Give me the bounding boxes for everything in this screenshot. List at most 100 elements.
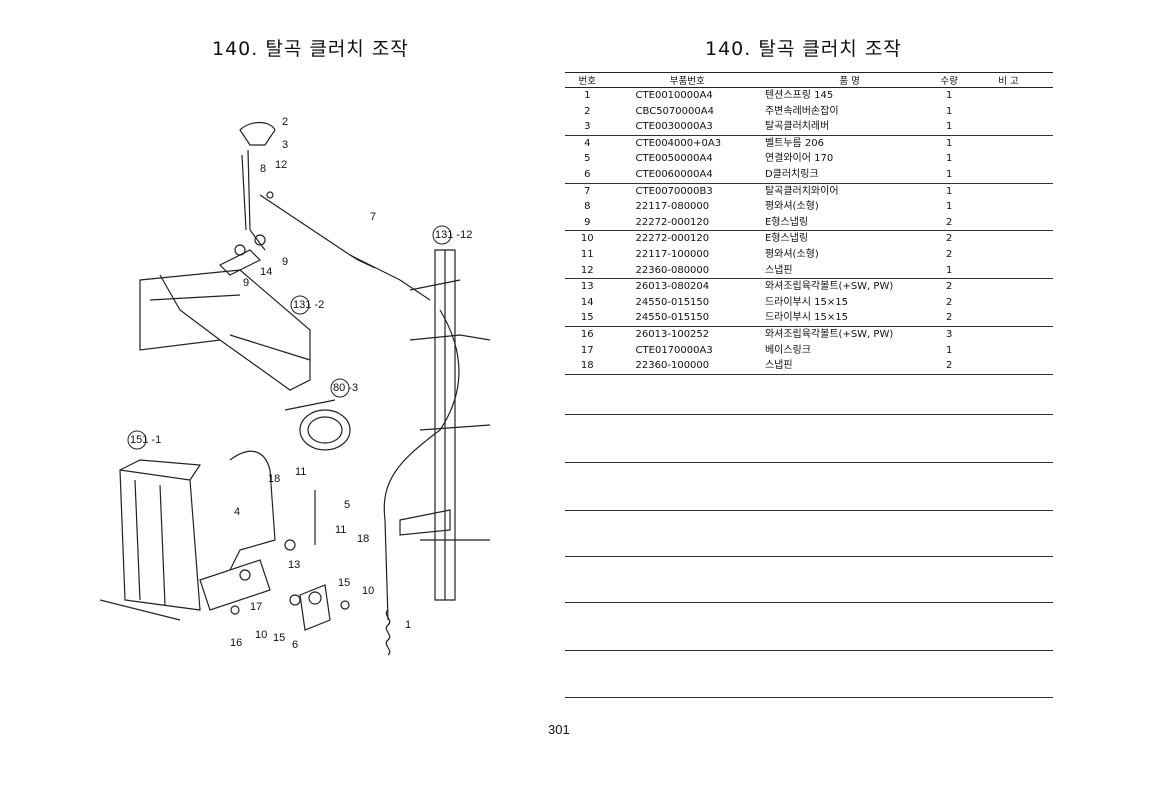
row-number: 13 [565,278,610,295]
header-number: 번호 [565,72,610,88]
row-name: 주변속레버손잡이 [764,105,839,117]
header-remarks: 비 고 [964,72,1053,88]
row-remark [964,182,1053,200]
row-name: 탈곡클러치레버 [764,121,830,133]
row-name: 와셔조립육각볼트(+SW, PW) [764,325,935,343]
row-qty: 1 [946,105,953,117]
row-remark [964,167,1053,183]
row-qty: 1 [946,90,953,101]
row-code: 22272-000120 [609,230,765,247]
row-remark [964,295,1053,311]
row-number: 17 [580,344,594,356]
row-remark [964,343,1053,359]
row-name: 베이스링크 [764,344,811,356]
row-number: 6 [584,168,591,180]
callout-8: 8 [260,163,266,175]
row-qty: 2 [934,230,965,247]
page-number: 301 [548,722,570,737]
row-code: CTE0050000A4 [635,153,713,165]
callout-7: 7 [370,211,376,223]
row-code: 22117-080000 [635,201,710,213]
row-qty: 1 [934,134,965,152]
header-quantity: 수량 [934,72,965,88]
blank-rule [565,510,1053,511]
row-code: 22272-000120 [635,216,710,228]
row-remark [964,278,1053,295]
row-remark [964,151,1053,167]
diagram-svg: 2 3 8 12 7 9 14 9 11 18 5 4 11 18 13 15 … [99,116,491,656]
row-name: 와셔조립육각볼트(+SW, PW) [764,278,935,295]
callout-13: 13 [288,559,300,571]
left-page-title: 140. 탈곡 클러치 조작 [212,38,409,60]
callout-18b: 18 [357,533,369,545]
row-qty: 2 [934,278,965,295]
row-qty: 1 [946,153,953,165]
row-qty: 1 [946,264,953,276]
row-remark [964,263,1053,279]
callout-11b: 11 [335,524,346,536]
row-name: 연결와이어 170 [764,153,834,165]
row-name: 드라이부시 15×15 [764,296,848,308]
row-code: 22360-080000 [635,264,710,276]
row-number: 7 [565,182,610,200]
row-name: 평와셔(소형) [764,201,819,213]
row-code: CTE004000+0A3 [609,134,765,152]
row-code: CTE0060000A4 [635,168,713,180]
row-remark [964,134,1053,152]
ref-80-3: 80 -3 [333,382,358,394]
row-name: 탈곡클러치와이어 [764,182,935,200]
row-remark [964,247,1053,263]
row-number: 1 [584,90,591,101]
row-number: 18 [565,358,610,375]
callout-17: 17 [250,601,262,613]
row-number: 9 [584,216,591,228]
callout-9b: 9 [243,277,249,289]
callout-11a: 11 [295,466,306,478]
callout-14: 14 [260,266,272,278]
row-code: 22360-100000 [609,358,765,375]
row-code: CTE0070000B3 [609,182,765,200]
row-number: 10 [565,230,610,247]
row-remark [964,325,1053,343]
callout-15a: 15 [338,577,350,589]
row-remark [964,358,1053,375]
header-part-name: 품 명 [764,72,935,88]
row-qty: 2 [946,216,953,228]
callout-10a: 10 [362,585,374,597]
row-code: 26013-080204 [609,278,765,295]
row-name: D클러치링크 [764,168,819,180]
blank-rule [565,556,1053,557]
table-row: 5 CTE0050000A4 연결와이어 170 1 [565,151,1053,167]
callout-3: 3 [282,139,288,151]
callout-6: 6 [292,639,298,651]
row-remark [964,88,1053,104]
row-qty: 2 [934,358,965,375]
row-name: 벨트누름 206 [764,134,935,152]
row-number: 5 [584,153,591,165]
row-remark [964,310,1053,326]
row-number: 15 [580,312,594,324]
callout-4: 4 [234,506,240,518]
row-name: 스냅핀 [764,264,793,276]
row-remark [964,199,1053,215]
row-number: 3 [584,121,591,133]
row-remark [964,104,1053,120]
row-name: 평와셔(소형) [764,248,819,260]
callout-5: 5 [344,499,350,511]
row-remark [964,215,1053,231]
row-name: 텐션스프링 145 [764,90,834,101]
row-code: CTE0170000A3 [635,344,713,356]
ref-151-1: 151 -1 [130,434,161,446]
row-code: CTE0030000A3 [635,121,713,133]
blank-rule [565,697,1053,698]
